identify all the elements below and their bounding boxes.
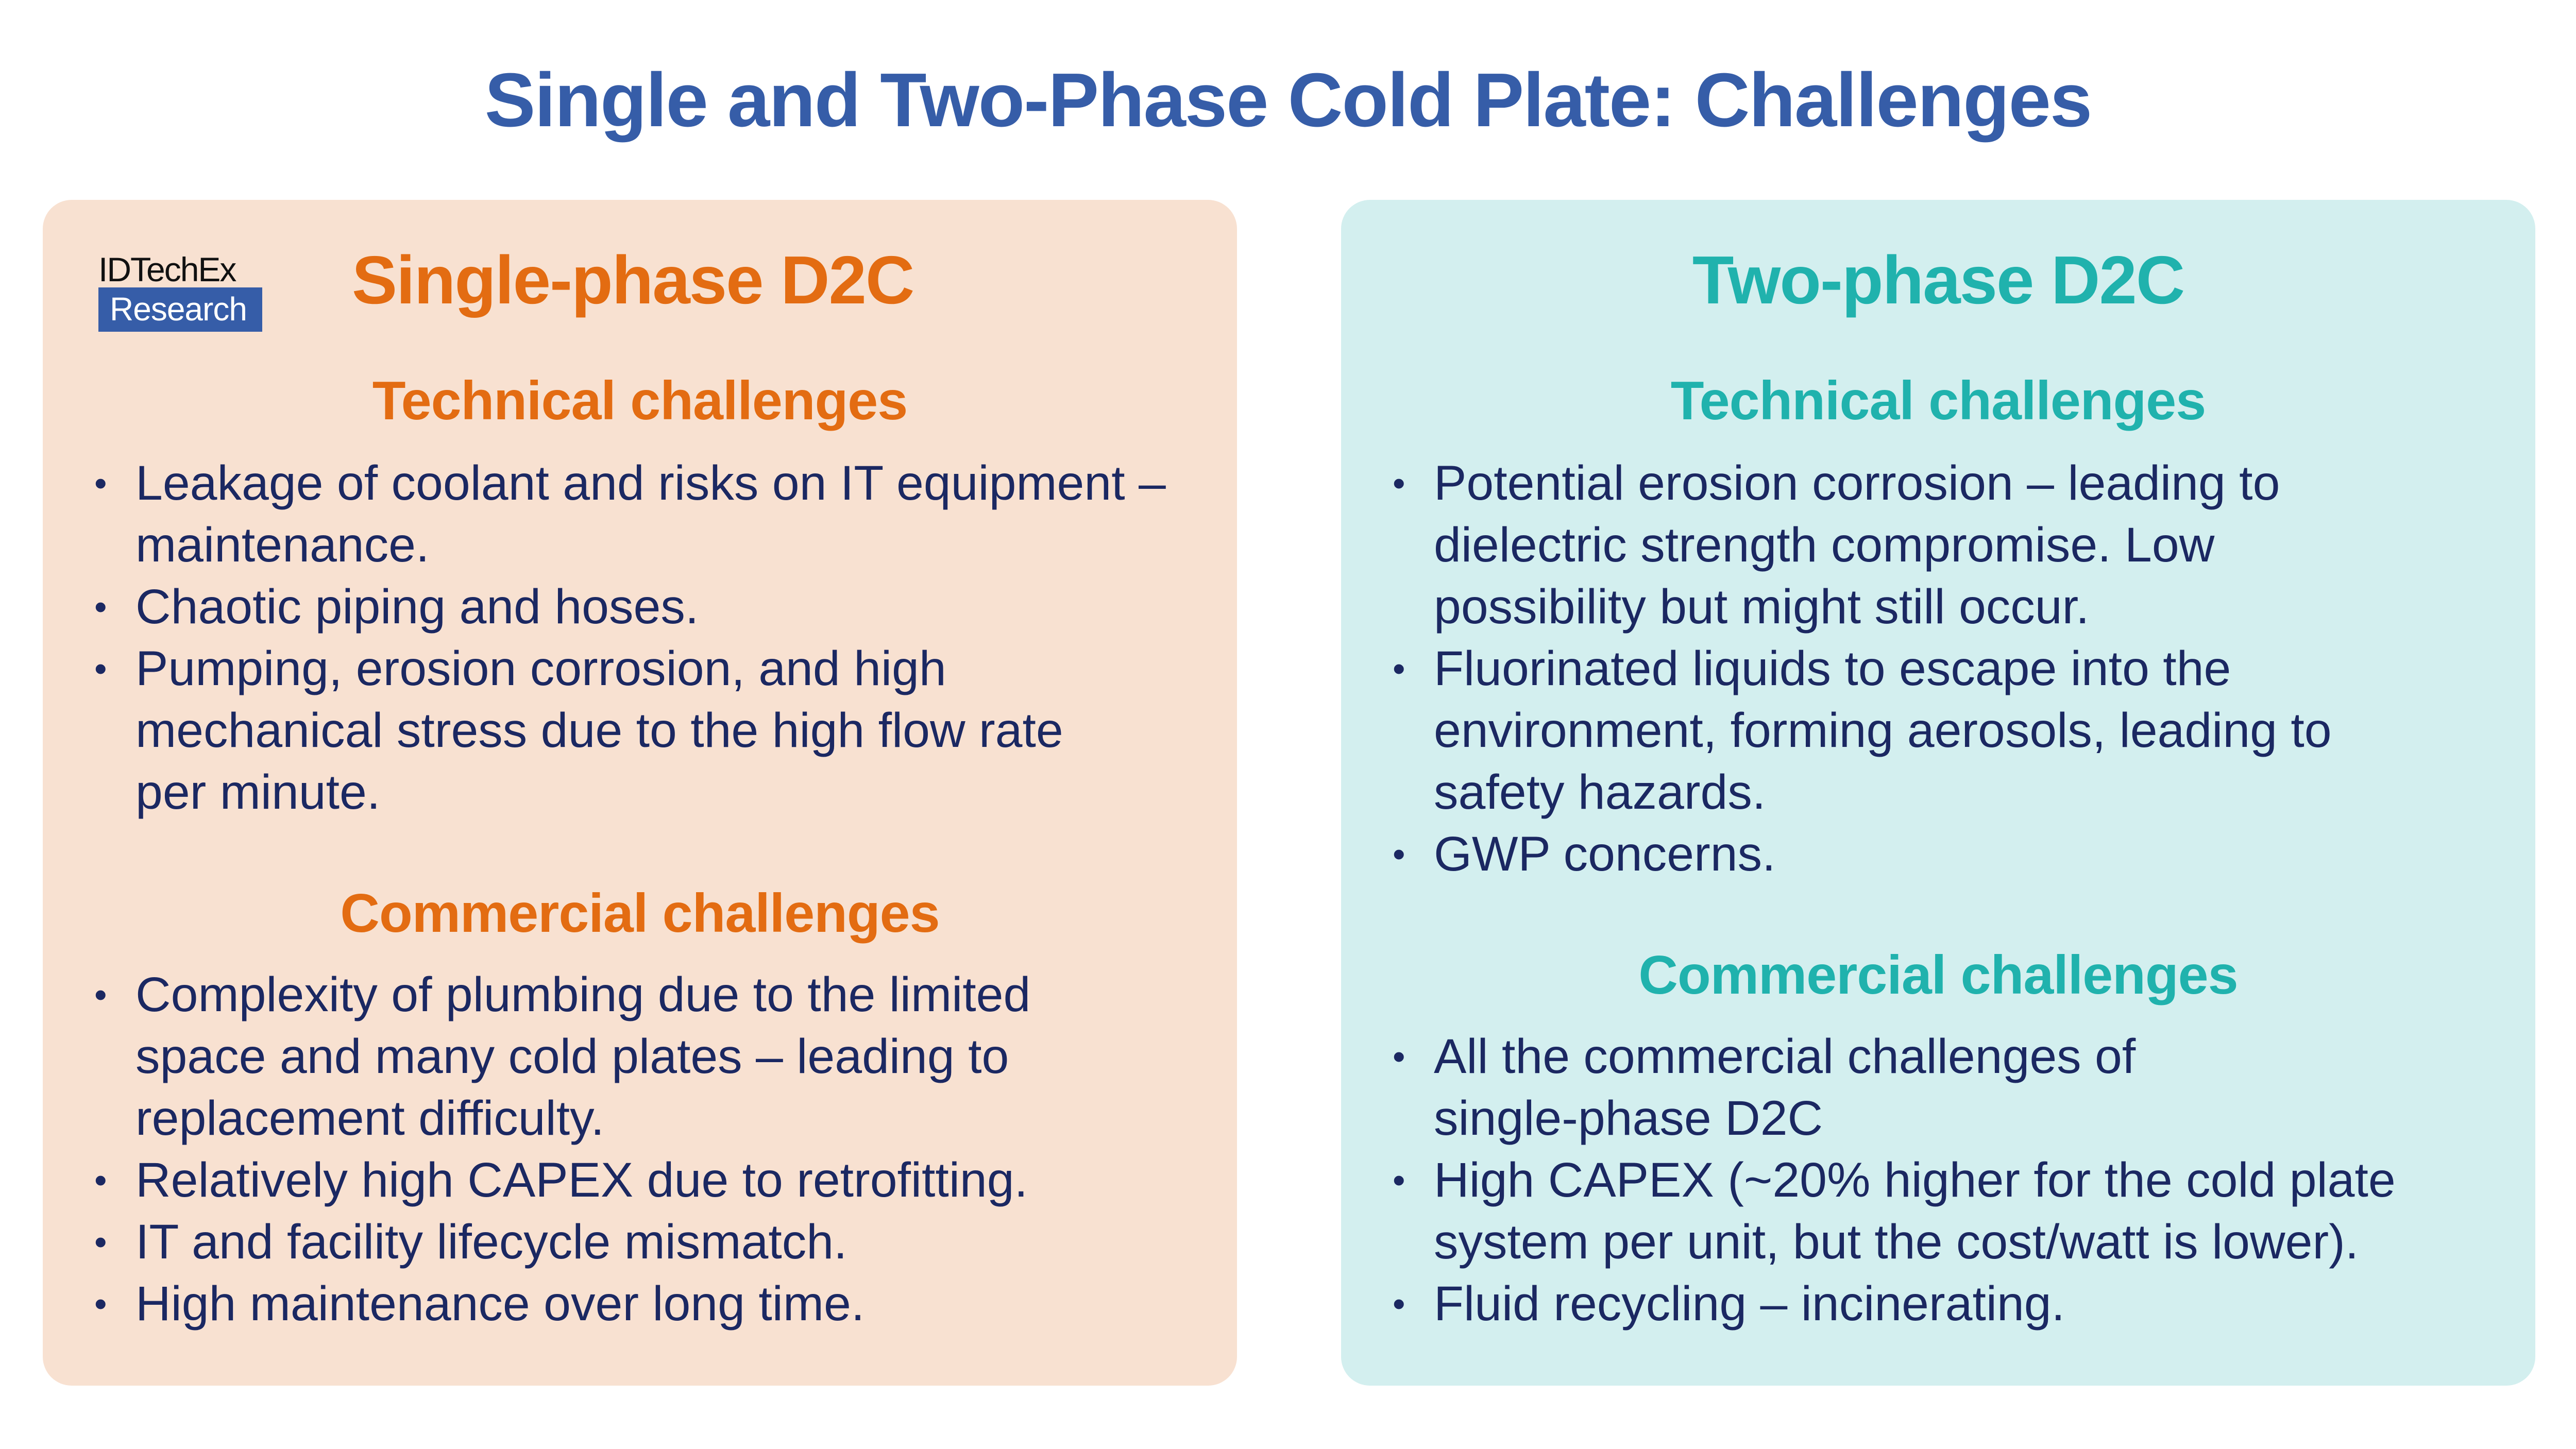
page-title: Single and Two-Phase Cold Plate: Challen… xyxy=(484,58,2092,143)
single-phase-title: Single-phase D2C xyxy=(352,242,914,318)
list-item: GWP concerns. xyxy=(1393,823,2500,885)
logo-research-box: Research xyxy=(98,287,262,332)
single-phase-commercial-heading: Commercial challenges xyxy=(340,883,940,944)
list-item: High maintenance over long time. xyxy=(94,1273,1202,1335)
list-item: IT and facility lifecycle mismatch. xyxy=(94,1211,1202,1273)
two-phase-technical-heading: Technical challenges xyxy=(1670,370,2206,431)
list-item: Chaotic piping and hoses. xyxy=(94,576,1202,638)
list-item: Potential erosion corrosion – leading to… xyxy=(1393,452,2500,638)
two-phase-title: Two-phase D2C xyxy=(1692,242,2185,318)
single-phase-technical-heading: Technical challenges xyxy=(372,370,908,431)
list-item: Relatively high CAPEX due to retrofittin… xyxy=(94,1149,1202,1211)
two-phase-commercial-heading: Commercial challenges xyxy=(1638,945,2238,1005)
two-phase-panel: Two-phase D2C Technical challenges Poten… xyxy=(1341,200,2535,1386)
list-item: Complexity of plumbing due to the limite… xyxy=(94,964,1202,1149)
list-item: Pumping, erosion corrosion, and high mec… xyxy=(94,638,1202,823)
single-phase-panel: IDTechEx Research Single-phase D2C Techn… xyxy=(43,200,1237,1386)
list-item: Leakage of coolant and risks on IT equip… xyxy=(94,452,1202,576)
list-item: All the commercial challenges of single-… xyxy=(1393,1026,2500,1149)
single-phase-commercial-list: Complexity of plumbing due to the limite… xyxy=(94,964,1202,1335)
logo-wordmark: IDTechEx xyxy=(98,250,236,288)
two-phase-technical-list: Potential erosion corrosion – leading to… xyxy=(1393,452,2500,885)
list-item: High CAPEX (~20% higher for the cold pla… xyxy=(1393,1149,2500,1273)
list-item: Fluid recycling – incinerating. xyxy=(1393,1273,2500,1335)
list-item: Fluorinated liquids to escape into the e… xyxy=(1393,638,2500,823)
idtechex-logo: IDTechEx Research xyxy=(98,251,262,332)
two-phase-commercial-list: All the commercial challenges of single-… xyxy=(1393,1026,2500,1335)
single-phase-technical-list: Leakage of coolant and risks on IT equip… xyxy=(94,452,1202,823)
